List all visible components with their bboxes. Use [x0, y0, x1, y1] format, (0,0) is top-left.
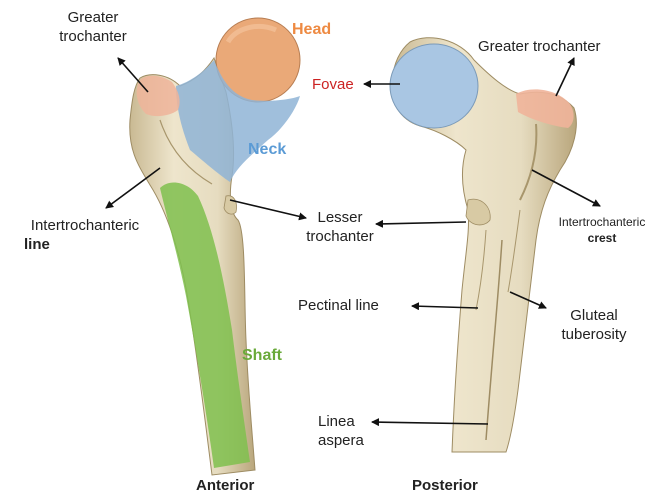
posterior-head [390, 44, 478, 128]
label-line: Lesser [300, 208, 380, 227]
label-shaft: Shaft [242, 346, 282, 365]
label-intertrochanteric-line: Intertrochanteric line [10, 216, 160, 254]
arrow-lesser-trochanter [230, 200, 306, 218]
label-line: Greater [48, 8, 138, 27]
label-line: aspera [318, 431, 364, 450]
label-line: trochanter [300, 227, 380, 246]
label-line-bold: line [10, 235, 160, 254]
label-line: Intertrochanteric [546, 214, 658, 230]
label-neck: Neck [248, 140, 286, 159]
label-gluteal-tuberosity: Gluteal tuberosity [546, 306, 642, 344]
label-line-bold: crest [546, 230, 658, 246]
label-anterior: Anterior [196, 476, 254, 495]
label-intertrochanteric-crest: Intertrochanteric crest [546, 214, 658, 246]
label-line: Linea [318, 412, 364, 431]
label-lesser-trochanter: Lesser trochanter [300, 208, 380, 246]
label-pectinal-line: Pectinal line [298, 296, 379, 315]
label-line: Intertrochanteric [10, 216, 160, 235]
label-greater-trochanter-anterior: Greater trochanter [48, 8, 138, 46]
label-line: tuberosity [546, 325, 642, 344]
arrow-greater-trochanter-anterior [118, 58, 148, 92]
label-line: trochanter [48, 27, 138, 46]
arrow-greater-trochanter-posterior [556, 58, 574, 96]
label-line: Gluteal [546, 306, 642, 325]
label-posterior: Posterior [412, 476, 478, 495]
label-head: Head [292, 20, 331, 39]
arrow-lesser-trochanter-posterior [376, 222, 466, 224]
label-fovae: Fovae [312, 75, 354, 94]
label-linea-aspera: Linea aspera [318, 412, 364, 450]
anterior-lesser-trochanter [224, 196, 237, 214]
label-greater-trochanter-posterior: Greater trochanter [478, 37, 601, 56]
